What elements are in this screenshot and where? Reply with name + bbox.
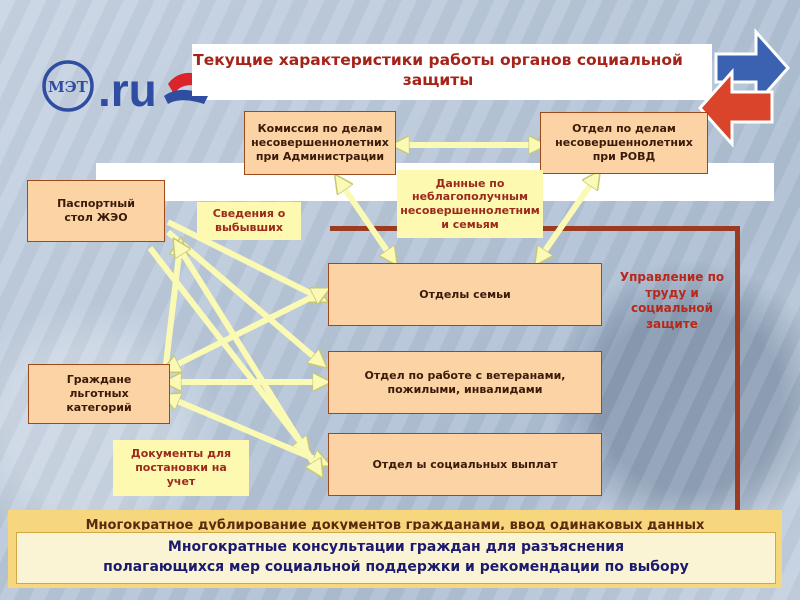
footer-line-3: полагающихся мер социальной поддержки и … [103,559,689,575]
footer-panel: Многократное дублирование документов гра… [8,510,782,588]
node-family: Отделы семьи [328,263,602,326]
double-arrow-icon [694,22,794,152]
footer-duplication-text: Многократное дублирование документов гра… [85,518,705,530]
arrow-passport-payments-2 [178,246,318,470]
node-veterans: Отдел по работе с ветеранами, пожилыми, … [328,351,602,414]
node-citizens: Граждане льготных категорий [28,364,170,424]
arrow-commission-family [340,182,392,258]
page-title: Текущие характеристики работы органов со… [192,44,684,96]
footer-consultations: Многократные консультации граждан для ра… [16,532,776,584]
footer-line-2: Многократные консультации граждан для ра… [167,539,625,556]
node-rovd: Отдел по делам несовершеннолетних при РО… [540,112,708,174]
svg-text:.ru: .ru [98,64,157,116]
node-passport: Паспортный стол ЖЭО [27,180,165,242]
label-documents: Документы для постановки на учет [113,440,249,496]
node-commission: Комиссия по делам несовершеннолетних при… [244,111,396,175]
label-families-data: Данные по неблагополучным несовершенноле… [397,170,543,238]
svg-text:МЭТ: МЭТ [48,78,89,96]
arrow-citizens-passport [162,246,180,373]
arrow-rovd-family [540,178,595,258]
node-payments: Отдел ы социальных выплат [328,433,602,496]
management-label: Управление по труду и социальной защите [619,270,725,331]
label-retired: Сведения о выбывших [197,202,301,240]
